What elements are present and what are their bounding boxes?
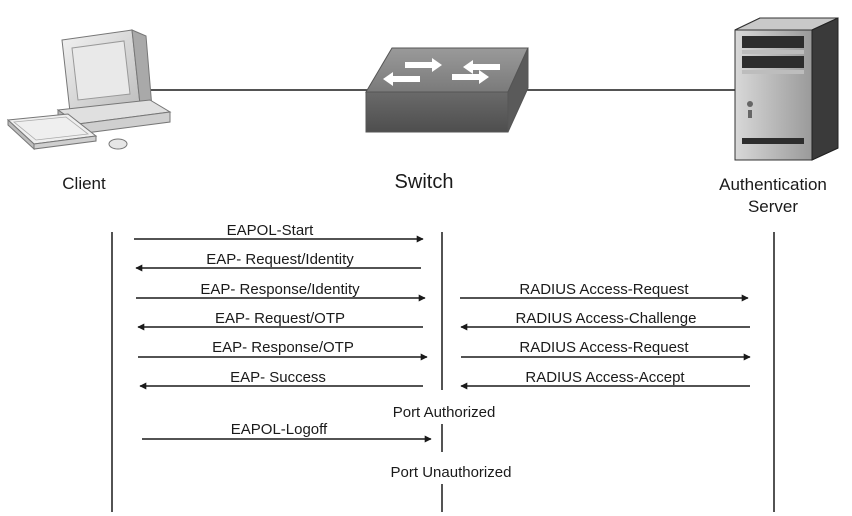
message-label: EAP- Request/Identity (206, 251, 354, 268)
message-eap-request-otp: EAP- Request/OTP (137, 310, 423, 331)
message-label: EAP- Response/OTP (212, 339, 354, 356)
message-eap-response-identity: EAP- Response/Identity (136, 281, 426, 302)
message-label: EAPOL-Logoff (231, 421, 328, 438)
message-label: RADIUS Access-Accept (525, 369, 685, 386)
message-radius-access-request-2: RADIUS Access-Request (461, 339, 751, 361)
message-eapol-logoff: EAPOL-Logoff (142, 421, 432, 443)
message-label: EAP- Success (230, 369, 326, 386)
message-eap-request-identity: EAP- Request/Identity (135, 251, 421, 272)
server-label-line1: Authentication (719, 175, 827, 194)
message-radius-access-accept: RADIUS Access-Accept (460, 369, 750, 390)
message-label: RADIUS Access-Request (519, 281, 689, 298)
message-label: RADIUS Access-Request (519, 339, 689, 356)
message-label: RADIUS Access-Challenge (516, 310, 697, 327)
server-label-line2: Server (748, 197, 798, 216)
tower-server-icon (734, 17, 839, 161)
message-eap-response-otp: EAP- Response/OTP (138, 339, 428, 361)
message-label: EAPOL-Start (227, 222, 315, 239)
network-switch-icon (365, 47, 529, 133)
message-label: EAP- Response/Identity (200, 281, 360, 298)
message-radius-access-challenge: RADIUS Access-Challenge (460, 310, 750, 331)
message-label: EAP- Request/OTP (215, 310, 345, 327)
port-unauthorized-label: Port Unauthorized (391, 464, 512, 481)
message-radius-access-request-1: RADIUS Access-Request (460, 281, 749, 302)
switch-label: Switch (395, 171, 454, 193)
desktop-computer-icon (6, 29, 172, 151)
port-authorized-label: Port Authorized (393, 404, 496, 421)
message-eap-success: EAP- Success (139, 369, 423, 390)
client-label: Client (62, 174, 106, 193)
message-eapol-start: EAPOL-Start (134, 222, 424, 243)
